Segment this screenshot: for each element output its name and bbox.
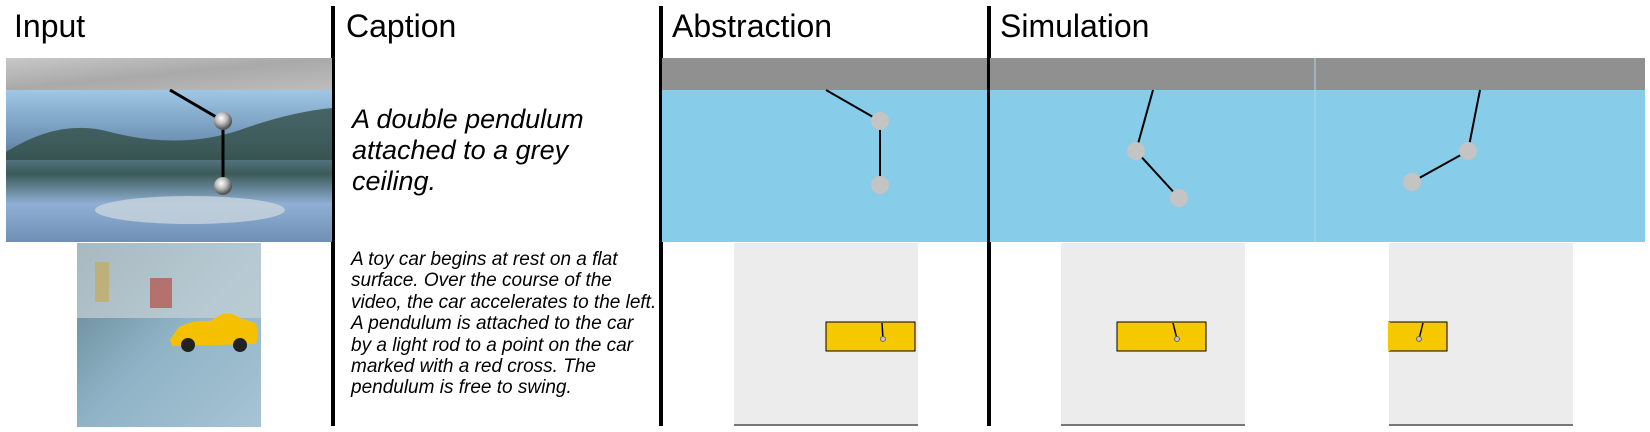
caption-toy-car: A toy car begins at rest on a flat surfa… [351,249,657,399]
bob-2 [871,176,889,194]
sky-area [662,90,987,242]
bob-1 [871,112,889,130]
ceiling-photo [6,58,332,90]
pendulum-bob-1 [214,112,232,130]
abstraction-pendulum [662,58,987,242]
toy-car [170,313,258,346]
simulation-pendulum-frame-1 [990,58,1315,242]
pendulum-bob-2 [214,177,232,195]
boat [95,196,285,224]
caption-double-pendulum: A double pendulum attached to a grey cei… [352,104,584,196]
simulation-car-frame-1 [1061,243,1245,426]
header-input: Input [14,8,86,44]
input-car-image [77,243,261,427]
simulation-car-frame-2 [1388,243,1573,426]
simulation-pendulum-frame-2 [1314,58,1645,242]
header-simulation: Simulation [1000,8,1150,44]
car-body [825,321,916,352]
car-bob [880,336,886,342]
header-caption: Caption [346,8,457,44]
header-abstraction: Abstraction [672,8,833,44]
divider-3 [987,6,991,426]
divider-2 [659,6,663,426]
ceiling [662,58,987,90]
divider-1 [331,6,335,426]
input-pendulum-image [6,58,332,242]
abstraction-car [734,243,918,426]
